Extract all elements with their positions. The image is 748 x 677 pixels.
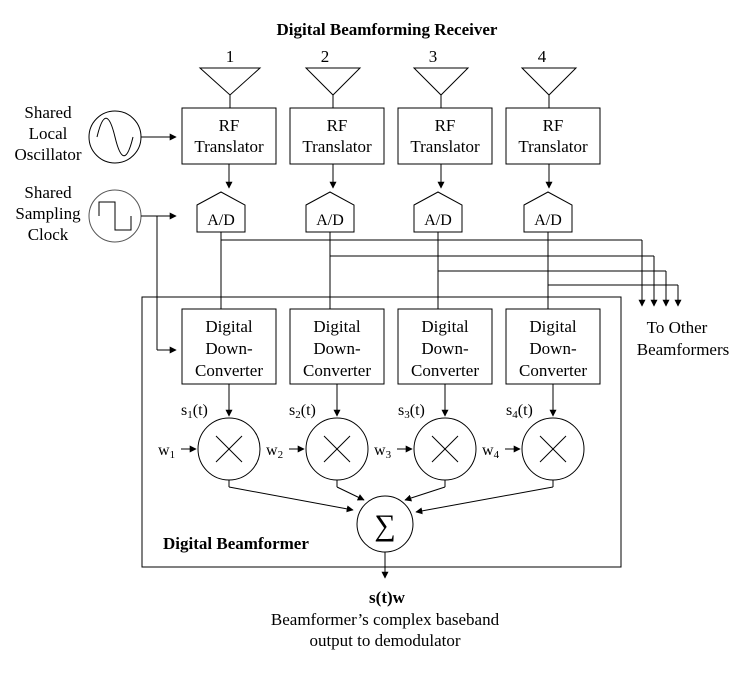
- weight-label-3: w3: [374, 442, 392, 461]
- output-description-line2: output to demodulator: [309, 631, 460, 650]
- ddc-2: Digital Down- Converter: [289, 308, 385, 385]
- summer-icon: ∑: [356, 495, 414, 553]
- svg-text:Converter: Converter: [195, 361, 263, 380]
- adc-3: A/D: [413, 191, 463, 233]
- local-oscillator-label: Shared Local Oscillator: [14, 103, 81, 164]
- signal-label-1: s1(t): [181, 402, 208, 421]
- antenna-number-1: 1: [226, 47, 235, 66]
- antenna-4: 4: [520, 47, 578, 108]
- svg-text:RF: RF: [543, 116, 564, 135]
- svg-text:To Other: To Other: [647, 318, 708, 337]
- svg-text:Translator: Translator: [518, 137, 588, 156]
- sine-oscillator-icon: [88, 110, 142, 164]
- svg-text:Shared: Shared: [24, 103, 72, 122]
- antenna-3: 3: [412, 47, 470, 108]
- diagram-title: Digital Beamforming Receiver: [277, 20, 498, 39]
- beamformer-label: Digital Beamformer: [163, 534, 309, 553]
- rf-translator-3: RF Translator: [397, 107, 493, 165]
- svg-text:∑: ∑: [374, 509, 395, 542]
- adc-4: A/D: [523, 191, 573, 233]
- signal-label-2: s2(t): [289, 402, 316, 421]
- svg-text:Translator: Translator: [302, 137, 372, 156]
- weight-label-1: w1: [158, 442, 175, 461]
- svg-text:Down-: Down-: [205, 339, 253, 358]
- svg-text:Translator: Translator: [410, 137, 480, 156]
- svg-text:Digital: Digital: [529, 317, 576, 336]
- svg-text:Converter: Converter: [303, 361, 371, 380]
- ddc-4: Digital Down- Converter: [505, 308, 601, 385]
- svg-text:Down-: Down-: [421, 339, 469, 358]
- svg-text:Digital: Digital: [205, 317, 252, 336]
- svg-text:Down-: Down-: [313, 339, 361, 358]
- square-wave-clock-icon: [88, 189, 142, 243]
- svg-text:Shared: Shared: [24, 183, 72, 202]
- ddc-3: Digital Down- Converter: [397, 308, 493, 385]
- svg-text:Sampling: Sampling: [15, 204, 81, 223]
- svg-text:Clock: Clock: [28, 225, 69, 244]
- multiplier-icon-4: [521, 417, 585, 481]
- svg-text:Translator: Translator: [194, 137, 264, 156]
- multiplier-icon-3: [413, 417, 477, 481]
- svg-text:Down-: Down-: [529, 339, 577, 358]
- adc-1: A/D: [196, 191, 246, 233]
- svg-text:Beamformers: Beamformers: [637, 340, 730, 359]
- multiplier-icon-2: [305, 417, 369, 481]
- svg-text:RF: RF: [327, 116, 348, 135]
- rf-translator-1: RF Translator: [181, 107, 277, 165]
- weight-label-2: w2: [266, 442, 283, 461]
- rf-translator-4: RF Translator: [505, 107, 601, 165]
- svg-text:A/D: A/D: [534, 212, 562, 229]
- multiplier-icon-1: [197, 417, 261, 481]
- weight-label-4: w4: [482, 442, 500, 461]
- adc-2: A/D: [305, 191, 355, 233]
- sampling-clock-label: Shared Sampling Clock: [15, 183, 81, 244]
- svg-text:Local: Local: [29, 124, 68, 143]
- rf-translator-2: RF Translator: [289, 107, 385, 165]
- output-description-line1: Beamformer’s complex baseband: [271, 610, 500, 629]
- svg-text:Converter: Converter: [411, 361, 479, 380]
- signal-label-4: s4(t): [506, 402, 533, 421]
- signal-label-3: s3(t): [398, 402, 425, 421]
- output-signal-label: s(t)w: [369, 588, 406, 607]
- distribution-bus: [221, 239, 682, 307]
- beamformer-enclosure: [141, 296, 622, 568]
- other-beamformers-label: To Other Beamformers: [637, 318, 730, 359]
- antenna-number-3: 3: [429, 47, 438, 66]
- svg-text:Digital: Digital: [421, 317, 468, 336]
- svg-text:Digital: Digital: [313, 317, 360, 336]
- svg-text:RF: RF: [219, 116, 240, 135]
- svg-text:A/D: A/D: [207, 212, 235, 229]
- antenna-number-4: 4: [538, 47, 547, 66]
- svg-text:A/D: A/D: [424, 212, 452, 229]
- svg-text:Converter: Converter: [519, 361, 587, 380]
- svg-text:Oscillator: Oscillator: [14, 145, 81, 164]
- antenna-2: 2: [304, 47, 362, 108]
- antenna-number-2: 2: [321, 47, 330, 66]
- antenna-1: 1: [198, 47, 262, 108]
- svg-text:RF: RF: [435, 116, 456, 135]
- svg-text:A/D: A/D: [316, 212, 344, 229]
- ddc-1: Digital Down- Converter: [181, 308, 277, 385]
